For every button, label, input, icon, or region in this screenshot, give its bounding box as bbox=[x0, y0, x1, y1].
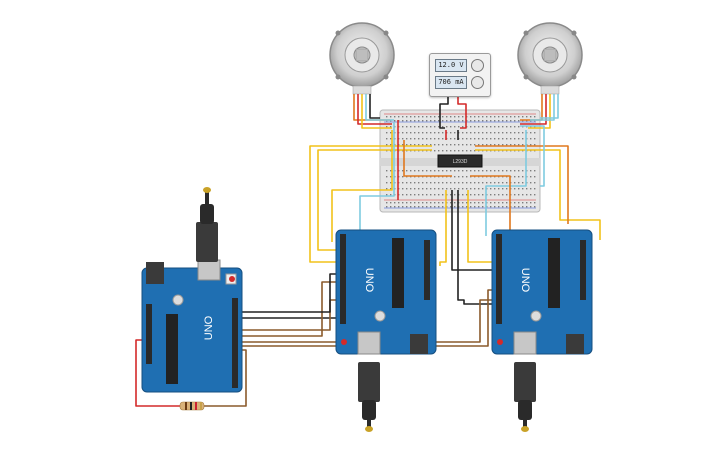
current-knob-icon[interactable] bbox=[471, 76, 484, 89]
driver-chip[interactable] bbox=[437, 154, 483, 168]
arduino-uno-middle[interactable]: UNO bbox=[335, 229, 437, 355]
voltage-display: 12.0 V bbox=[435, 59, 467, 72]
current-display: 706 mA bbox=[435, 76, 467, 89]
usb-cable-left[interactable] bbox=[196, 187, 218, 262]
arduino-uno-left[interactable]: UNO bbox=[141, 259, 243, 393]
resistor[interactable] bbox=[179, 401, 205, 411]
driver-chip-label: L293D bbox=[452, 159, 468, 165]
usb-cable-middle[interactable] bbox=[358, 362, 380, 432]
stepper-motor-right[interactable] bbox=[517, 22, 583, 95]
svg-text:UNO: UNO bbox=[363, 268, 375, 293]
svg-text:UNO: UNO bbox=[519, 268, 531, 293]
stepper-motor-left[interactable] bbox=[329, 22, 395, 95]
arduino-uno-right[interactable]: UNO bbox=[491, 229, 593, 355]
power-supply[interactable]: 12.0 V 706 mA bbox=[429, 53, 491, 97]
voltage-knob-icon[interactable] bbox=[471, 59, 484, 72]
svg-text:UNO: UNO bbox=[203, 315, 215, 340]
usb-cable-right[interactable] bbox=[514, 362, 536, 432]
